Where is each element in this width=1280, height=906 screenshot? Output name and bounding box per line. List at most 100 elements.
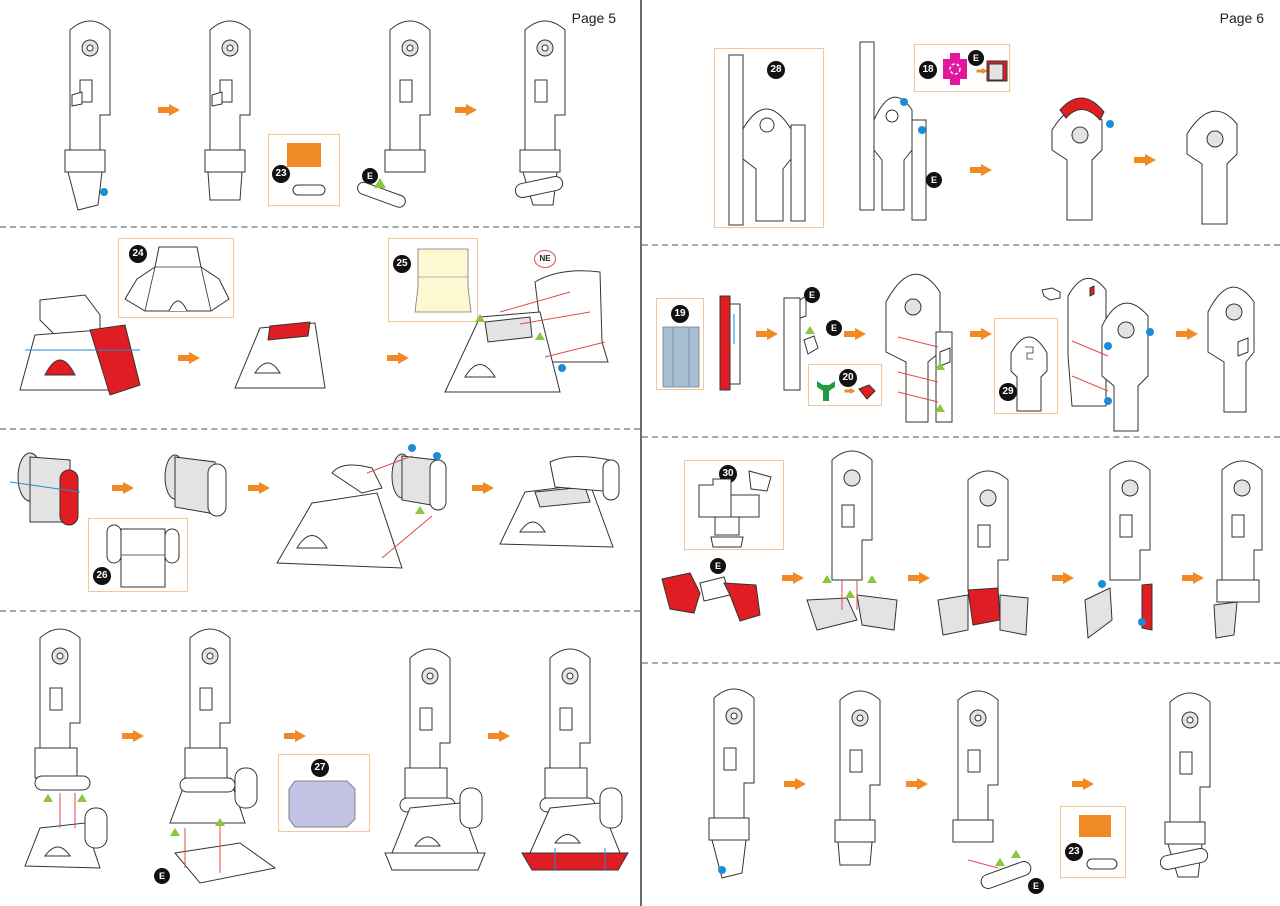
part-callout-23: 23 xyxy=(1060,806,1126,878)
part-callout-25: 25 xyxy=(388,238,478,322)
step-arrow xyxy=(488,730,510,742)
page-5: Page 5 23 E xyxy=(0,10,640,884)
marker-e: E xyxy=(926,172,942,188)
base-net-figure xyxy=(124,246,230,312)
step-arrow xyxy=(1072,778,1094,790)
marker-ne: NE xyxy=(534,250,556,268)
base-figure-red xyxy=(19,294,141,396)
assembled-crane-figure xyxy=(384,648,486,871)
base-side-box-figure xyxy=(276,444,447,569)
hub-assembled-icon xyxy=(986,60,1008,82)
part-18-shape xyxy=(943,53,967,85)
part-callout-18: 18 xyxy=(914,44,1010,92)
part-callout-26: 26 xyxy=(88,518,188,592)
part-callout-24: 24 xyxy=(118,238,234,318)
step-arrow xyxy=(844,388,856,394)
strip-red-figure xyxy=(719,295,741,391)
arm-figure xyxy=(64,20,111,211)
arm-figure xyxy=(357,20,431,208)
part-number-badge: 28 xyxy=(767,61,785,79)
step-arrow xyxy=(970,328,992,340)
strip-wedge-figure xyxy=(783,295,819,391)
base-figure xyxy=(234,321,326,389)
strip-to-arm-figure xyxy=(885,273,953,423)
step-arrow xyxy=(112,482,134,494)
part-number-badge: 26 xyxy=(93,567,111,585)
page-number: Page 6 xyxy=(1219,10,1264,26)
arm-cylinder-figure xyxy=(952,690,1032,889)
side-box-net xyxy=(106,524,180,588)
arm-complete-figure xyxy=(1207,286,1255,413)
arm-red-cap-figure xyxy=(1051,97,1114,221)
section-divider xyxy=(0,428,640,430)
marker-e: E xyxy=(362,168,378,184)
part-callout-27: 27 xyxy=(278,754,370,832)
step-arrow xyxy=(284,730,306,742)
arm-with-cylinder-figure xyxy=(1159,692,1211,878)
part-number-badge: 25 xyxy=(393,255,411,273)
marker-e: E xyxy=(968,50,984,66)
step-arrow xyxy=(122,730,144,742)
step-arrow xyxy=(1182,572,1204,584)
part-callout-28: 28 xyxy=(714,48,824,228)
arm-panel-done-figure xyxy=(1186,110,1238,225)
attach-side-figure xyxy=(1067,278,1154,432)
part-callout-29: 29 xyxy=(994,318,1058,414)
cylinder-icon xyxy=(1086,858,1118,870)
step-arrow xyxy=(472,482,494,494)
marker-e: E xyxy=(710,558,726,574)
step-arrow xyxy=(782,572,804,584)
part-20-shape xyxy=(817,381,835,401)
wedge-assembled-icon xyxy=(858,384,876,400)
step-arrow xyxy=(844,328,866,340)
hand-icon xyxy=(1041,287,1061,301)
section-divider xyxy=(642,244,1280,246)
section-divider xyxy=(0,226,640,228)
part-23-shape xyxy=(1079,815,1111,837)
step-arrow xyxy=(784,778,806,790)
part-number-badge: 19 xyxy=(671,305,689,323)
part-25-shape xyxy=(414,248,472,313)
step-arrow xyxy=(906,778,928,790)
part-number-badge: 23 xyxy=(272,165,290,183)
part-number-badge: 27 xyxy=(311,759,329,777)
fold-red-flaps-figure xyxy=(937,470,1029,636)
section-divider xyxy=(0,610,640,612)
step-arrow xyxy=(976,68,988,74)
arm-panel-fold-figure xyxy=(859,41,927,221)
part-27-shape xyxy=(288,780,356,828)
part-callout-23: 23 xyxy=(268,134,340,206)
marker-e: E xyxy=(826,320,842,336)
arm-figure xyxy=(708,688,755,879)
section-divider xyxy=(642,662,1280,664)
step-arrow xyxy=(908,572,930,584)
part-number-badge: 23 xyxy=(1065,843,1083,861)
side-box-figure xyxy=(164,454,227,517)
part-number-badge: 24 xyxy=(129,245,147,263)
side-box-figure xyxy=(9,452,81,526)
attach-sides-figure xyxy=(1084,460,1153,639)
base-net-red-figure xyxy=(661,572,761,622)
arm-with-base-figure xyxy=(1213,460,1263,639)
arm-on-base-figure xyxy=(24,628,108,869)
page-spine xyxy=(640,0,642,906)
part-number-badge: 29 xyxy=(999,383,1017,401)
part-callout-19: 19 xyxy=(656,298,704,390)
part-23-shape xyxy=(287,143,321,167)
step-arrow xyxy=(1052,572,1074,584)
arm-figure xyxy=(204,20,251,201)
insert-arm-figure xyxy=(806,450,898,631)
step-arrow xyxy=(455,104,477,116)
step-arrow xyxy=(970,164,992,176)
crane-red-skirt-figure xyxy=(521,648,629,871)
step-arrow xyxy=(387,352,409,364)
cylinder-icon xyxy=(292,184,326,196)
step-arrow xyxy=(178,352,200,364)
part-29-shape xyxy=(1010,336,1048,412)
part-callout-30: 30 xyxy=(684,460,784,550)
page-number: Page 5 xyxy=(571,10,616,26)
part-number-badge: 18 xyxy=(919,61,937,79)
step-arrow xyxy=(248,482,270,494)
arm-figure xyxy=(834,690,881,866)
step-arrow xyxy=(756,328,778,340)
